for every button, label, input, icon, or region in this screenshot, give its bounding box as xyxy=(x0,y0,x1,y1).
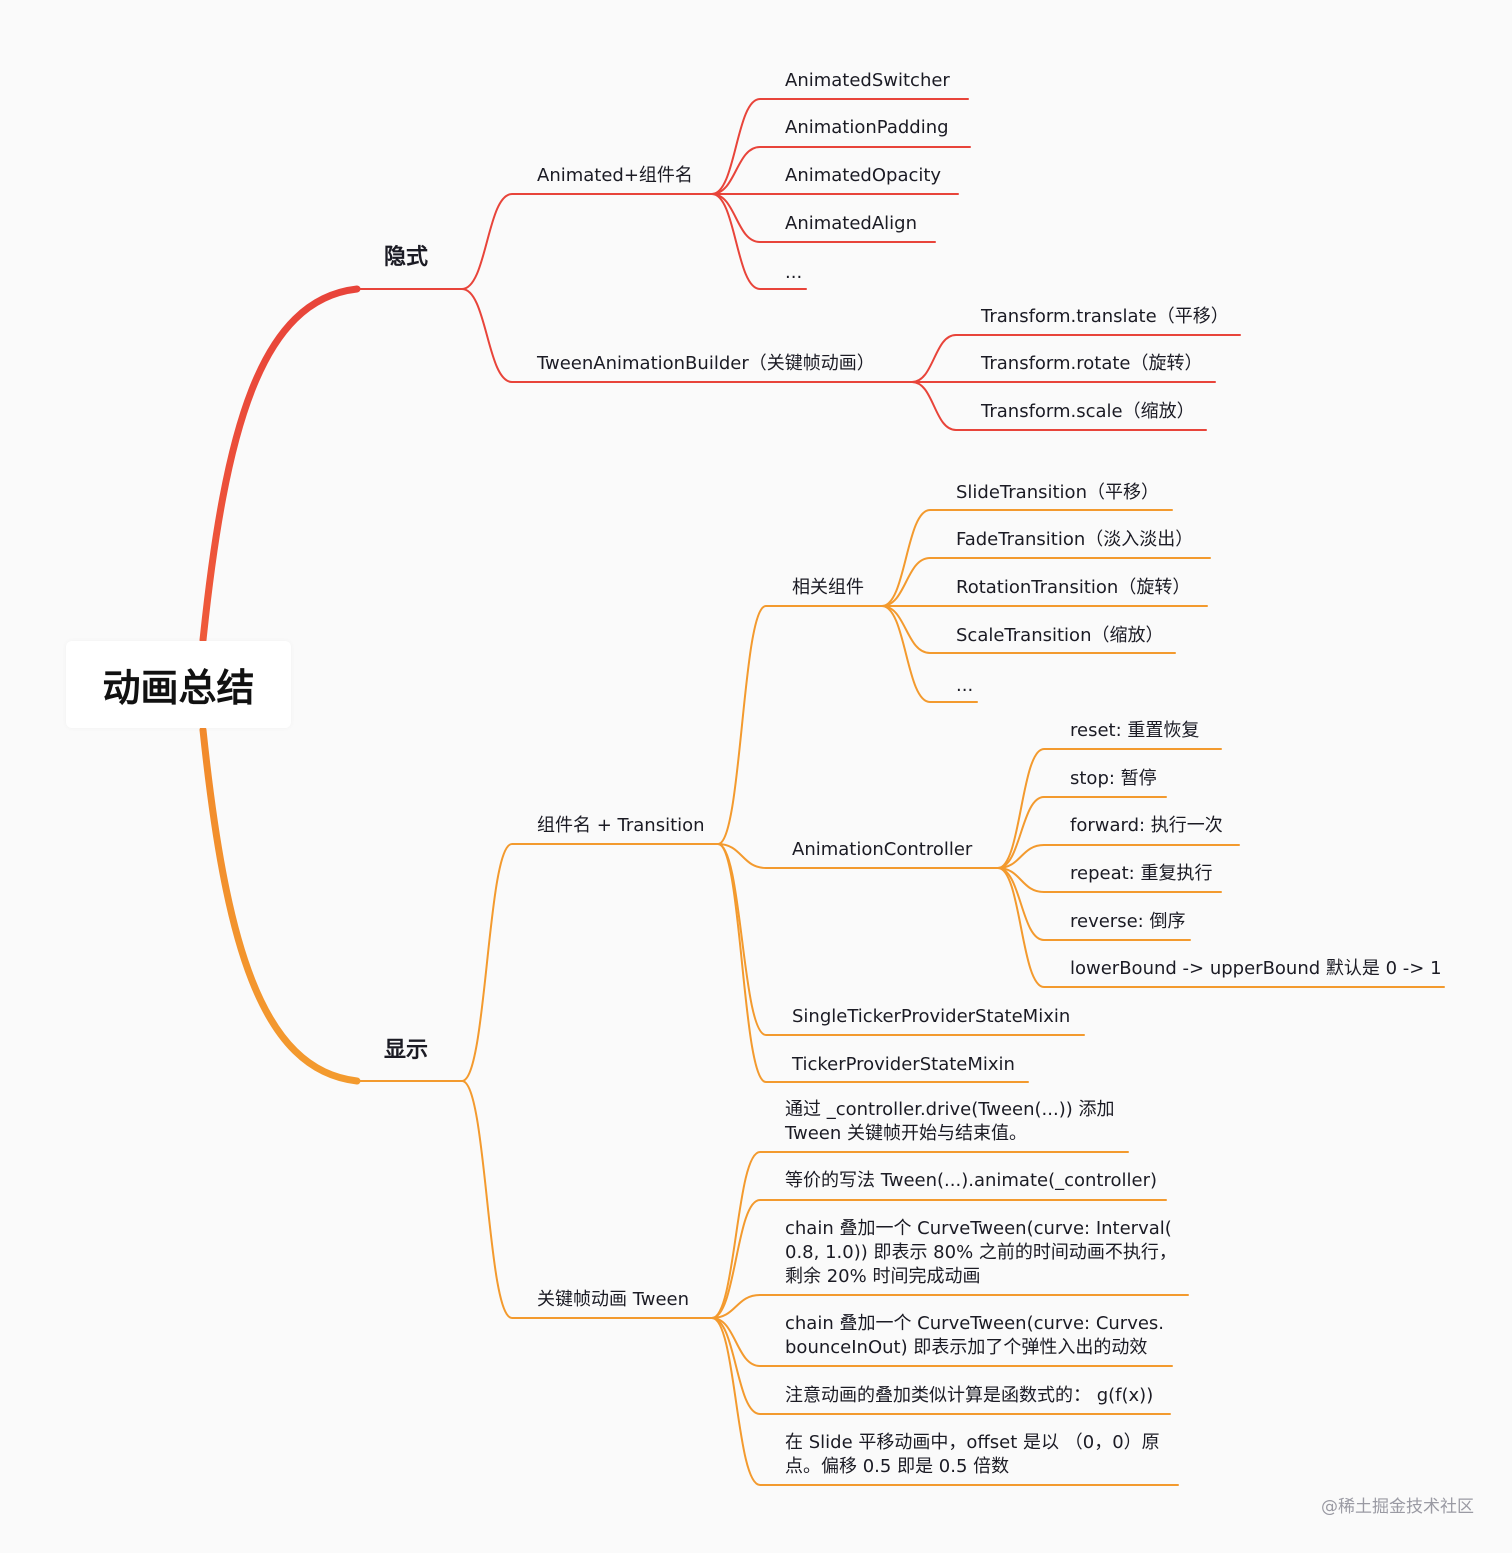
node-animated-align[interactable]: AnimatedAlign xyxy=(785,213,917,234)
node-functional-composition[interactable]: 注意动画的叠加类似计算是函数式的： g(f(x)) xyxy=(785,1385,1154,1406)
watermark: @稀土掘金技术社区 xyxy=(1321,1497,1474,1517)
node-slide-transition[interactable]: SlideTransition（平移） xyxy=(956,482,1159,503)
connector-tween-child-4 xyxy=(711,1317,1171,1415)
connector-animated-child-3 xyxy=(711,193,936,243)
connector-keyframe-tween xyxy=(461,1080,713,1319)
connector-tween-child-5 xyxy=(711,1317,1179,1486)
node-transform-scale[interactable]: Transform.scale（缩放） xyxy=(981,401,1195,422)
node-bounds[interactable]: lowerBound -> upperBound 默认是 0 -> 1 xyxy=(1070,958,1442,979)
node-slide-offset[interactable]: 在 Slide 平移动画中，offset 是以 （0，0）原 点。偏移 0.5 … xyxy=(785,1432,1160,1477)
node-animation-padding[interactable]: AnimationPadding xyxy=(785,117,949,138)
connector-animation-controller xyxy=(717,843,999,869)
connector-tween-child-3 xyxy=(711,1317,1173,1367)
connector-transform-child-0 xyxy=(911,334,1241,383)
node-chain-bounce[interactable]: chain 叠加一个 CurveTween(curve: Curves. bou… xyxy=(785,1313,1165,1358)
connector-animated-widget xyxy=(461,193,713,290)
connector-tween-child-0 xyxy=(711,1151,1129,1319)
connector-tween-child-1 xyxy=(711,1199,1167,1319)
connector-related-child-3 xyxy=(881,605,1176,654)
connector-widget-transition xyxy=(461,843,719,1082)
connector-transform-child-2 xyxy=(911,381,1207,431)
connector-controller-child-1 xyxy=(997,796,1167,869)
node-rotation-transition[interactable]: RotationTransition（旋转） xyxy=(956,577,1191,598)
connector-tween-builder xyxy=(461,288,913,383)
node-reset[interactable]: reset: 重置恢复 xyxy=(1070,720,1200,741)
node-animated-opacity[interactable]: AnimatedOpacity xyxy=(785,165,942,186)
root-node[interactable]: 动画总结 xyxy=(66,641,291,728)
node-widget-transition[interactable]: 组件名 + Transition xyxy=(537,815,705,836)
connector-animated-child-1 xyxy=(711,146,971,195)
node-reverse[interactable]: reverse: 倒序 xyxy=(1070,911,1186,932)
connector-animated-child-0 xyxy=(711,98,969,195)
node-scale-transition[interactable]: ScaleTransition（缩放） xyxy=(956,625,1164,646)
connector-controller-child-5 xyxy=(997,867,1445,988)
node-single-ticker-mixin[interactable]: SingleTickerProviderStateMixin xyxy=(792,1006,1071,1027)
node-tween-drive[interactable]: 通过 _controller.drive(Tween(...)) 添加 Twee… xyxy=(785,1099,1115,1144)
node-transition-more[interactable]: ... xyxy=(956,675,974,696)
node-animated-switcher[interactable]: AnimatedSwitcher xyxy=(785,70,950,91)
connector-animated-child-4 xyxy=(711,193,807,290)
node-transform-translate[interactable]: Transform.translate（平移） xyxy=(981,306,1229,327)
connector-ticker xyxy=(717,843,1029,1083)
node-stop[interactable]: stop: 暂停 xyxy=(1070,768,1157,789)
node-tween-animation-builder[interactable]: TweenAnimationBuilder（关键帧动画） xyxy=(537,353,875,374)
connector-root-implicit xyxy=(199,285,361,644)
node-forward[interactable]: forward: 执行一次 xyxy=(1070,815,1223,836)
node-implicit[interactable]: 隐式 xyxy=(384,245,429,270)
connector-tween-child-2 xyxy=(711,1294,1189,1319)
node-animated-widget[interactable]: Animated+组件名 xyxy=(537,165,693,186)
node-animation-controller[interactable]: AnimationController xyxy=(792,839,973,860)
connector-controller-child-2 xyxy=(997,844,1240,869)
connector-related-child-0 xyxy=(881,509,1173,607)
node-repeat[interactable]: repeat: 重复执行 xyxy=(1070,863,1213,884)
node-related-widgets[interactable]: 相关组件 xyxy=(792,577,864,598)
root-title: 动画总结 xyxy=(102,666,255,710)
connector-controller-child-3 xyxy=(997,867,1222,893)
connector-root-explicit xyxy=(199,726,361,1085)
connector-related-widgets xyxy=(717,605,883,845)
node-tween-animate[interactable]: 等价的写法 Tween(...).animate(_controller) xyxy=(785,1170,1157,1191)
connector-related-child-4 xyxy=(881,605,978,703)
node-explicit[interactable]: 显示 xyxy=(384,1038,429,1063)
node-chain-interval[interactable]: chain 叠加一个 CurveTween(curve: Interval( 0… xyxy=(785,1218,1177,1287)
connector-related-child-1 xyxy=(881,557,1211,607)
node-animated-more[interactable]: ... xyxy=(785,262,803,283)
node-keyframe-tween[interactable]: 关键帧动画 Tween xyxy=(537,1289,690,1310)
node-transform-rotate[interactable]: Transform.rotate（旋转） xyxy=(981,353,1203,374)
connector-controller-child-0 xyxy=(997,748,1222,869)
node-ticker-mixin[interactable]: TickerProviderStateMixin xyxy=(792,1054,1015,1075)
node-fade-transition[interactable]: FadeTransition（淡入淡出） xyxy=(956,529,1194,550)
